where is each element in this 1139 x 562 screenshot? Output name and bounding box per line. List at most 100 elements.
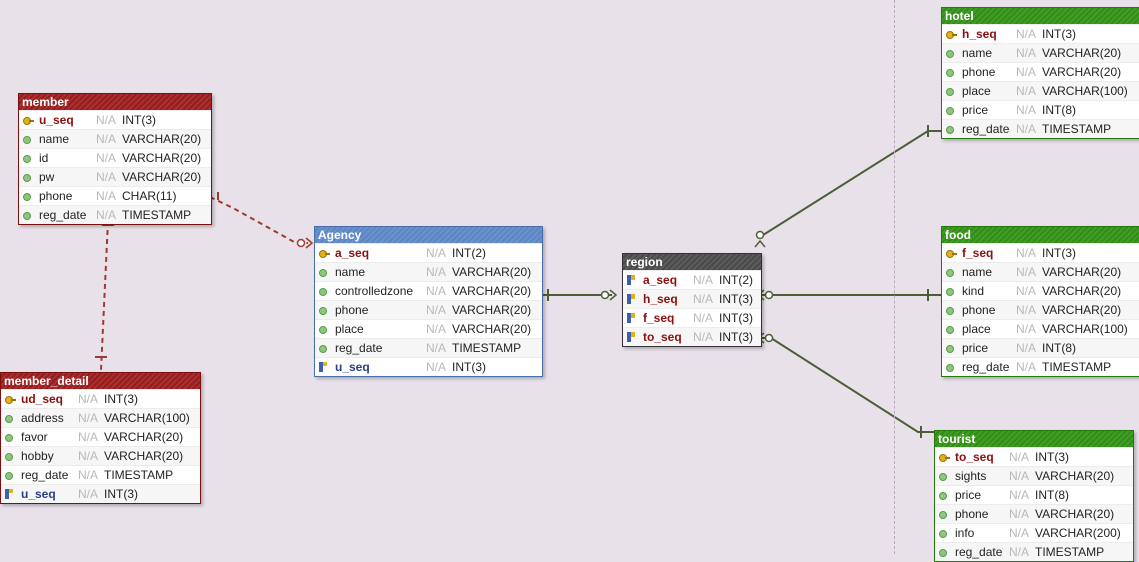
zero-marker <box>600 290 610 300</box>
column-dot-icon <box>23 193 31 201</box>
table-title[interactable]: member <box>19 94 211 110</box>
column-null-marker: N/A <box>78 449 99 463</box>
column-name: f_seq <box>962 246 994 260</box>
column-name: reg_date <box>39 208 87 222</box>
column-dot-icon <box>319 326 327 334</box>
column-dot-icon <box>939 511 947 519</box>
column-name: ud_seq <box>21 392 64 406</box>
primary-key-icon <box>946 250 957 258</box>
column-null-marker: N/A <box>78 468 99 482</box>
foreign-key-icon <box>319 362 327 372</box>
column-null-marker: N/A <box>1016 27 1037 41</box>
table-title[interactable]: member_detail <box>1 373 200 389</box>
page-break-guide <box>894 0 895 554</box>
column-name: id <box>39 151 49 165</box>
column-dot-icon <box>946 326 954 334</box>
column-type: VARCHAR(20) <box>122 151 202 165</box>
column-type: VARCHAR(20) <box>1042 46 1122 60</box>
table-title[interactable]: food <box>942 227 1139 243</box>
table-title[interactable]: region <box>623 254 761 270</box>
column-name: a_seq <box>643 273 678 287</box>
column-dot-icon <box>5 415 13 423</box>
column-name: f_seq <box>643 311 675 325</box>
column-type: VARCHAR(20) <box>452 322 532 336</box>
column-null-marker: N/A <box>1016 122 1037 136</box>
column-dot-icon <box>5 453 13 461</box>
column-null-marker: N/A <box>693 292 714 306</box>
relationship-line <box>759 130 941 238</box>
relationship-line <box>100 220 109 371</box>
column-type: INT(3) <box>1042 27 1076 41</box>
column-dot-icon <box>5 434 13 442</box>
column-name: sights <box>955 469 987 483</box>
column-dot-icon <box>946 88 954 96</box>
column-null-marker: N/A <box>1009 526 1030 540</box>
column-dot-icon <box>939 549 947 557</box>
column-null-marker: N/A <box>78 430 99 444</box>
column-dot-icon <box>939 530 947 538</box>
column-null-marker: N/A <box>1016 65 1037 79</box>
crow-foot-marker <box>305 237 314 249</box>
column-name: reg_date <box>962 122 1010 136</box>
table-title[interactable]: tourist <box>935 431 1133 447</box>
table-title[interactable]: hotel <box>942 8 1139 24</box>
column-null-marker: N/A <box>1009 450 1030 464</box>
column-name: reg_date <box>962 360 1010 374</box>
column-name: pw <box>39 170 55 184</box>
table-title[interactable]: Agency <box>315 227 542 243</box>
column-null-marker: N/A <box>1016 84 1037 98</box>
column-null-marker: N/A <box>96 189 117 203</box>
